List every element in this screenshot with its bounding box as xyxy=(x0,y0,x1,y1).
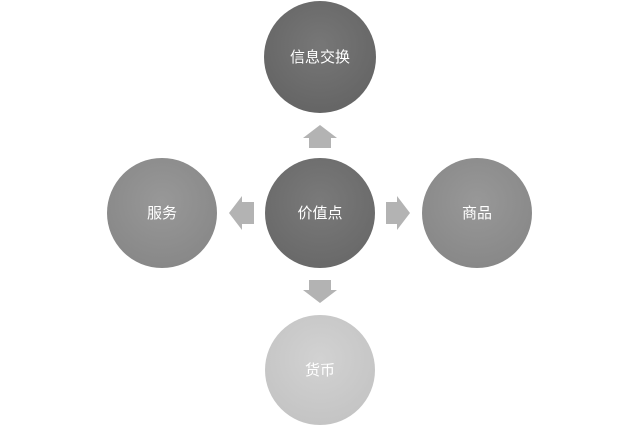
arrow-up xyxy=(303,125,337,148)
arrow-down xyxy=(303,280,337,303)
node-top: 信息交换 xyxy=(264,1,376,113)
node-center: 价值点 xyxy=(265,158,375,268)
arrow-left xyxy=(229,196,254,230)
node-left-label: 服务 xyxy=(147,204,177,222)
node-left: 服务 xyxy=(107,158,217,268)
node-right: 商品 xyxy=(422,158,532,268)
node-center-label: 价值点 xyxy=(297,204,342,222)
node-top-label: 信息交换 xyxy=(290,48,350,66)
node-bottom: 货币 xyxy=(265,315,375,425)
node-right-label: 商品 xyxy=(462,204,492,222)
node-bottom-label: 货币 xyxy=(305,361,335,379)
arrow-right xyxy=(386,196,410,230)
